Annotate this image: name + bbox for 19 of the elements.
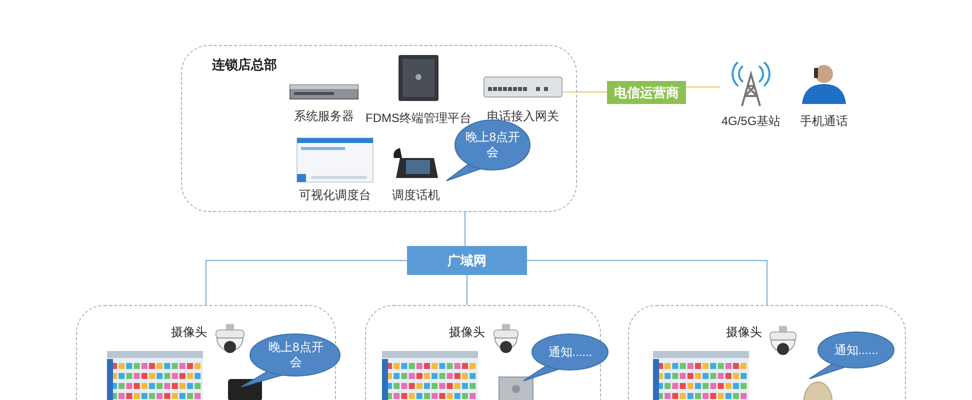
device-label: 系统服务器 — [293, 109, 355, 123]
group-title: 连锁店总部 — [212, 56, 277, 74]
camera-label: 摄像头 — [444, 323, 490, 341]
connector-line — [563, 91, 607, 93]
connector-line — [686, 86, 720, 88]
connector-line — [205, 260, 407, 305]
dashed-group-box — [628, 305, 906, 400]
camera-label: 摄像头 — [166, 323, 212, 341]
network-box: 广域网 — [407, 246, 527, 275]
connector-line — [527, 260, 768, 305]
connector-line — [464, 212, 466, 246]
dashed-group-box — [181, 45, 577, 212]
device-label: 手机通话 — [799, 114, 849, 128]
operator-box: 电信运营商 — [607, 81, 686, 104]
device-label: 可视化调度台 — [298, 188, 372, 202]
device-label: 4G/5G基站 — [720, 114, 782, 128]
camera-label: 摄像头 — [721, 323, 767, 341]
device-label: 调度话机 — [391, 188, 441, 202]
connector-line — [466, 275, 468, 305]
